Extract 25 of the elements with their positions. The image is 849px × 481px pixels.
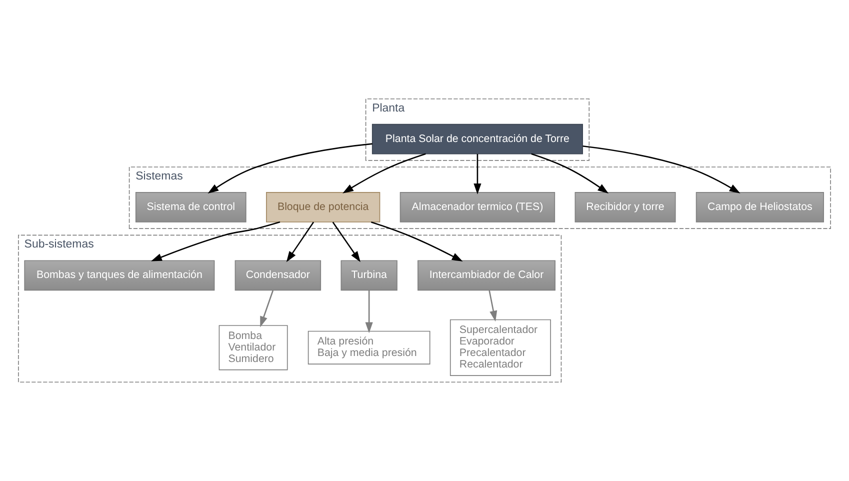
arrow: [151, 221, 280, 262]
arrow: [488, 290, 498, 322]
node-box: Condensador: [234, 260, 322, 291]
arrow: [474, 154, 482, 194]
node-box: Bloque de potencia: [266, 192, 380, 222]
arrow: [342, 153, 426, 194]
node-box: Almacenador termico (TES): [400, 192, 556, 222]
arrow: [286, 222, 314, 262]
node-box: Planta Solar de concentración de Torre: [372, 124, 583, 154]
arrow: [208, 143, 372, 194]
node-box: Bombas y tanques de alimentación: [24, 260, 215, 291]
arrow: [582, 145, 740, 194]
node-box: Recibidor y torre: [574, 192, 676, 222]
node-box: Turbina: [340, 260, 398, 291]
arrow: [365, 290, 373, 334]
node-box: Campo de Heliostatos: [696, 192, 824, 222]
node-box: Sistema de control: [135, 192, 246, 222]
node-box: Intercambiador de Calor: [418, 260, 556, 291]
node-box: Alta presión Baja y media presión: [308, 330, 430, 364]
arrow: [370, 221, 463, 262]
arrow: [332, 222, 360, 262]
arrow: [260, 290, 274, 328]
arrow: [531, 153, 609, 194]
node-box: Supercalentador Evaporador Precalentador Recalentador: [450, 319, 551, 376]
node-box: Bomba Ventilador Sumidero: [218, 325, 288, 370]
